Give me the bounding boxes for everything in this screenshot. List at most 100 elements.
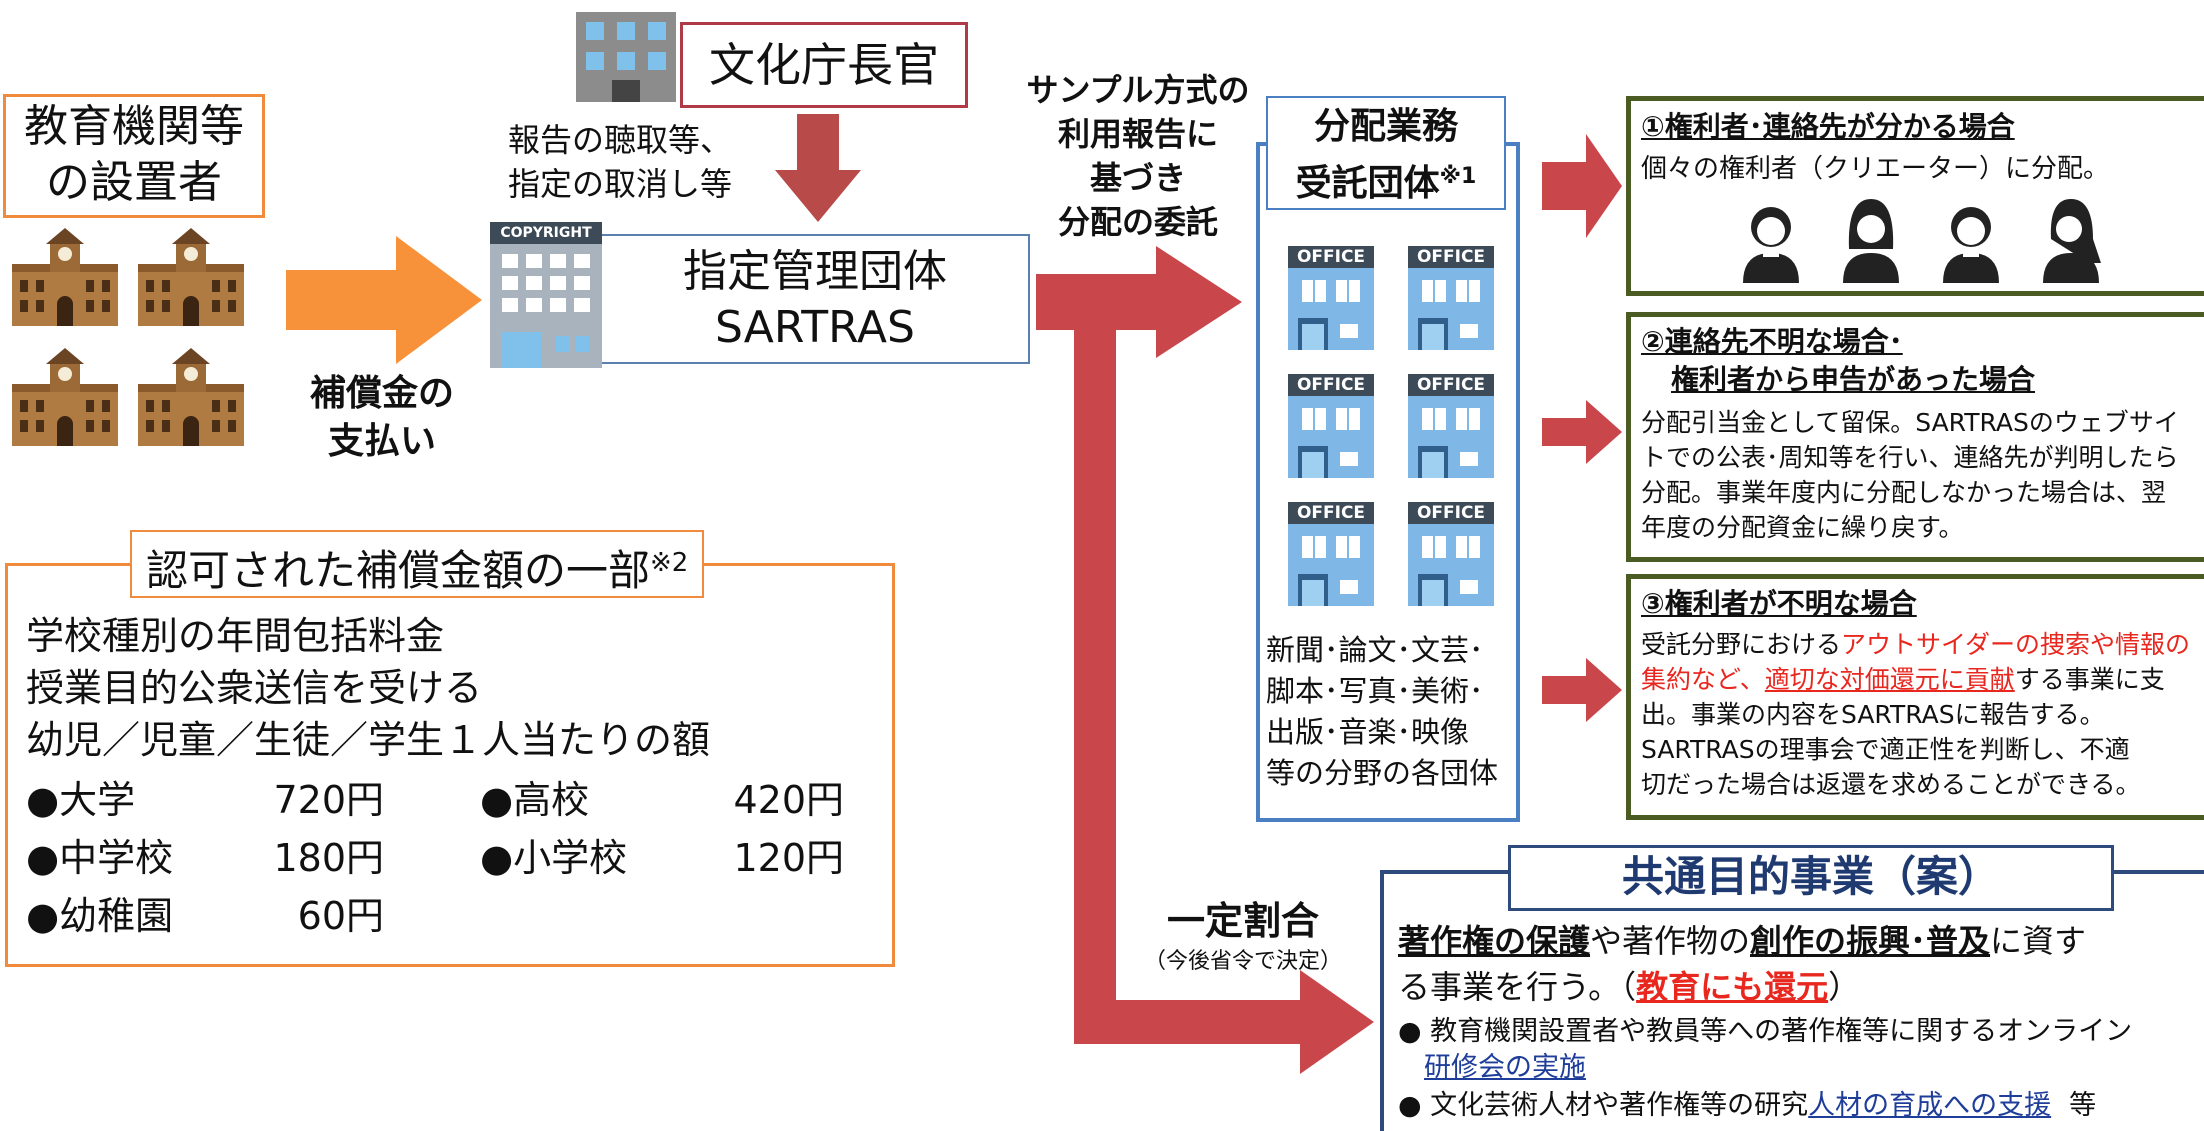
copyright-building: COPYRIGHT (488, 214, 604, 370)
commissioner-label: 文化庁長官 (709, 38, 939, 92)
distribution-title2: 受託団体 (1295, 163, 1440, 204)
common-b2-pre: ● 文化芸術人材や著作権等の研究 (1398, 1090, 1809, 1121)
fee-desc: 学校種別の年間包括料金 授業目的公衆送信を受ける 幼児／児童／生徒／学生１人当た… (26, 610, 710, 766)
office-label: OFFICE (1296, 503, 1366, 523)
fee-row-univ-amount: 720円 (273, 778, 384, 822)
common-p4: に資す (1990, 922, 2087, 960)
common-title-text: 共通目的事業（案） (1621, 852, 2000, 901)
copyright-sign: COPYRIGHT (500, 225, 592, 241)
case2-body4: 年度の分配資金に繰り戻す。 (1641, 513, 1964, 542)
installer-line1: 教育機関等 (24, 101, 244, 152)
fee-desc-line1: 学校種別の年間包括料金 (26, 614, 445, 658)
payment-arrow (286, 236, 482, 364)
common-p5: る事業を行う。（ (1398, 968, 1637, 1006)
case2-body2: トでの公表･周知等を行い、連絡先が判明したら (1641, 443, 2179, 472)
fee-row-kinder-label: ●幼稚園 (26, 894, 174, 938)
fee-box-title: 認可された補償金額の一部※2 (130, 530, 705, 598)
fee-row-elem-label: ●小学校 (480, 836, 628, 880)
sartras-line2: SARTRAS (715, 302, 915, 353)
case2-box: ②連絡先不明な場合･ 権利者から申告があった場合 分配引当金として留保。SART… (1626, 312, 2204, 562)
office-building-icon (1287, 245, 1495, 607)
field-line1: 新聞･論文･文芸･ (1266, 633, 1484, 667)
case2-title2: 権利者から申告があった場合 (1671, 363, 2036, 396)
person-icon (2043, 199, 2101, 283)
office-label: OFFICE (1296, 375, 1366, 395)
creator-icons (1743, 199, 2101, 283)
case3-body: 受託分野におけるアウトサイダーの捜索や情報の 集約など、適切な対価還元に貢献する… (1641, 627, 2190, 802)
common-b1-link: 研修会の実施 (1424, 1052, 1586, 1083)
commissioner-box: 文化庁長官 (680, 22, 968, 108)
fee-row-kinder-amount: 60円 (297, 894, 384, 938)
case1-title: ①権利者･連絡先が分かる場合 (1641, 110, 2015, 143)
case3-title: ③権利者が不明な場合 (1641, 587, 1917, 620)
case3-box: ③権利者が不明な場合 受託分野におけるアウトサイダーの捜索や情報の 集約など、適… (1626, 574, 2204, 820)
common-title: 共通目的事業（案） (1508, 845, 2114, 911)
common-p7: ） (1828, 968, 1861, 1006)
case1-body: 個々の権利者（クリエーター）に分配。 (1641, 154, 2110, 184)
fee-desc-line3: 幼児／児童／生徒／学生１人当たりの額 (26, 718, 711, 762)
case3-l2-red: 集約など、 (1641, 665, 1765, 694)
field-line4: 等の分野の各団体 (1266, 756, 1499, 790)
common-b1-pre: ● 教育機関設置者や教員等への著作権等に関するオンライン (1398, 1016, 2133, 1047)
sample-note-line2: 利用報告に (1057, 115, 1218, 153)
common-b2-post: 等 (2069, 1090, 2097, 1121)
case2-body: 分配引当金として留保。SARTRASのウェブサイ トでの公表･周知等を行い、連絡… (1641, 405, 2179, 545)
common-purpose-arrow (1074, 304, 1374, 1074)
common-bullet1: ● 教育機関設置者や教員等への著作権等に関するオンライン 研修会の実施 (1398, 1014, 2132, 1086)
office-label: OFFICE (1416, 375, 1486, 395)
fee-row-elem-amount: 120円 (733, 836, 844, 880)
fee-row-high-label: ●高校 (480, 778, 590, 822)
office-grid: OFFICE OFFICE OFFICE OFFICE OFFICE OFFIC… (1287, 245, 1500, 618)
fee-title-mark: ※2 (650, 548, 689, 578)
distribution-fields: 新聞･論文･文芸･ 脚本･写真･美術･ 出版･音楽･映像 等の分野の各団体 (1266, 630, 1498, 794)
fee-row-univ-label: ●大学 (26, 778, 136, 822)
case2-body3: 分配。事業年度内に分配しなかった場合は、翌 (1641, 478, 2167, 507)
school-buildings (12, 228, 252, 448)
case1-arrow (1542, 134, 1622, 238)
fixed-ratio-note: （今後省令で決定） (1143, 949, 1342, 974)
common-p-line2: る事業を行う。（教育にも還元） (1398, 964, 1860, 1010)
distribution-title: 分配業務 受託団体※1 (1266, 96, 1506, 210)
case2-body1: 分配引当金として留保。SARTRASのウェブサイ (1641, 408, 2179, 437)
case1-box: ①権利者･連絡先が分かる場合 個々の権利者（クリエーター）に分配。 (1626, 96, 2204, 296)
office-label: OFFICE (1416, 247, 1486, 267)
person-icon (1843, 199, 1899, 283)
report-note: 報告の聴取等、 指定の取消し等 (508, 118, 732, 206)
distribution-title-mark: ※1 (1439, 164, 1477, 189)
copyright-building-icon (490, 222, 602, 368)
common-p3: 創作の振興･普及 (1750, 922, 1991, 960)
case3-l1-pre: 受託分野における (1641, 630, 1842, 659)
fee-row-junior-amount: 180円 (273, 836, 384, 880)
report-note-line2: 指定の取消し等 (508, 165, 733, 203)
sample-note-line4: 分配の委託 (1057, 203, 1218, 241)
fixed-ratio-label: 一定割合 (1166, 899, 1319, 943)
installer-box: 教育機関等 の設置者 (3, 94, 265, 218)
fee-desc-line2: 授業目的公衆送信を受ける (26, 666, 483, 710)
case3-l2-post: する事業に支 (2014, 665, 2165, 694)
common-p2: や著作物の (1590, 922, 1751, 960)
case3-body5: 切だった場合は返還を求めることができる。 (1641, 770, 2141, 799)
fee-row-high-amount: 420円 (733, 778, 844, 822)
field-line3: 出版･音楽･映像 (1266, 715, 1470, 749)
common-b2-link: 人材の育成への支援 (1808, 1090, 2052, 1121)
report-note-line1: 報告の聴取等、 (508, 121, 733, 159)
case3-body3: 出。事業の内容をSARTRASに報告する。 (1641, 700, 2105, 729)
distribution-title1: 分配業務 (1313, 106, 1458, 147)
common-p6: 教育にも還元 (1636, 968, 1829, 1006)
fixed-ratio: 一定割合 （今後省令で決定） (1128, 896, 1358, 978)
fee-box: 学校種別の年間包括料金 授業目的公衆送信を受ける 幼児／児童／生徒／学生１人当た… (5, 563, 895, 967)
payment-line2: 支払い (327, 421, 436, 462)
fee-title-text: 認可された補償金額の一部 (146, 546, 651, 595)
common-p1: 著作権の保護 (1398, 922, 1591, 960)
office-label: OFFICE (1296, 247, 1366, 267)
common-p-line1: 著作権の保護や著作物の創作の振興･普及に資す (1398, 918, 2086, 964)
case3-body4: SARTRASの理事会で適正性を判断し、不適 (1641, 735, 2130, 764)
office-label: OFFICE (1416, 503, 1486, 523)
common-box: 著作権の保護や著作物の創作の振興･普及に資す る事業を行う。（教育にも還元） ●… (1380, 870, 2204, 1131)
sample-note-line3: 基づき (1089, 159, 1186, 197)
common-bullet2: ● 文化芸術人材や著作権等の研究人材の育成への支援等 (1398, 1088, 2096, 1124)
fee-row-junior-label: ●中学校 (26, 836, 174, 880)
case3-arrow (1542, 658, 1622, 722)
field-line2: 脚本･写真･美術･ (1266, 674, 1484, 708)
sample-note-line1: サンプル方式の (1026, 71, 1250, 109)
